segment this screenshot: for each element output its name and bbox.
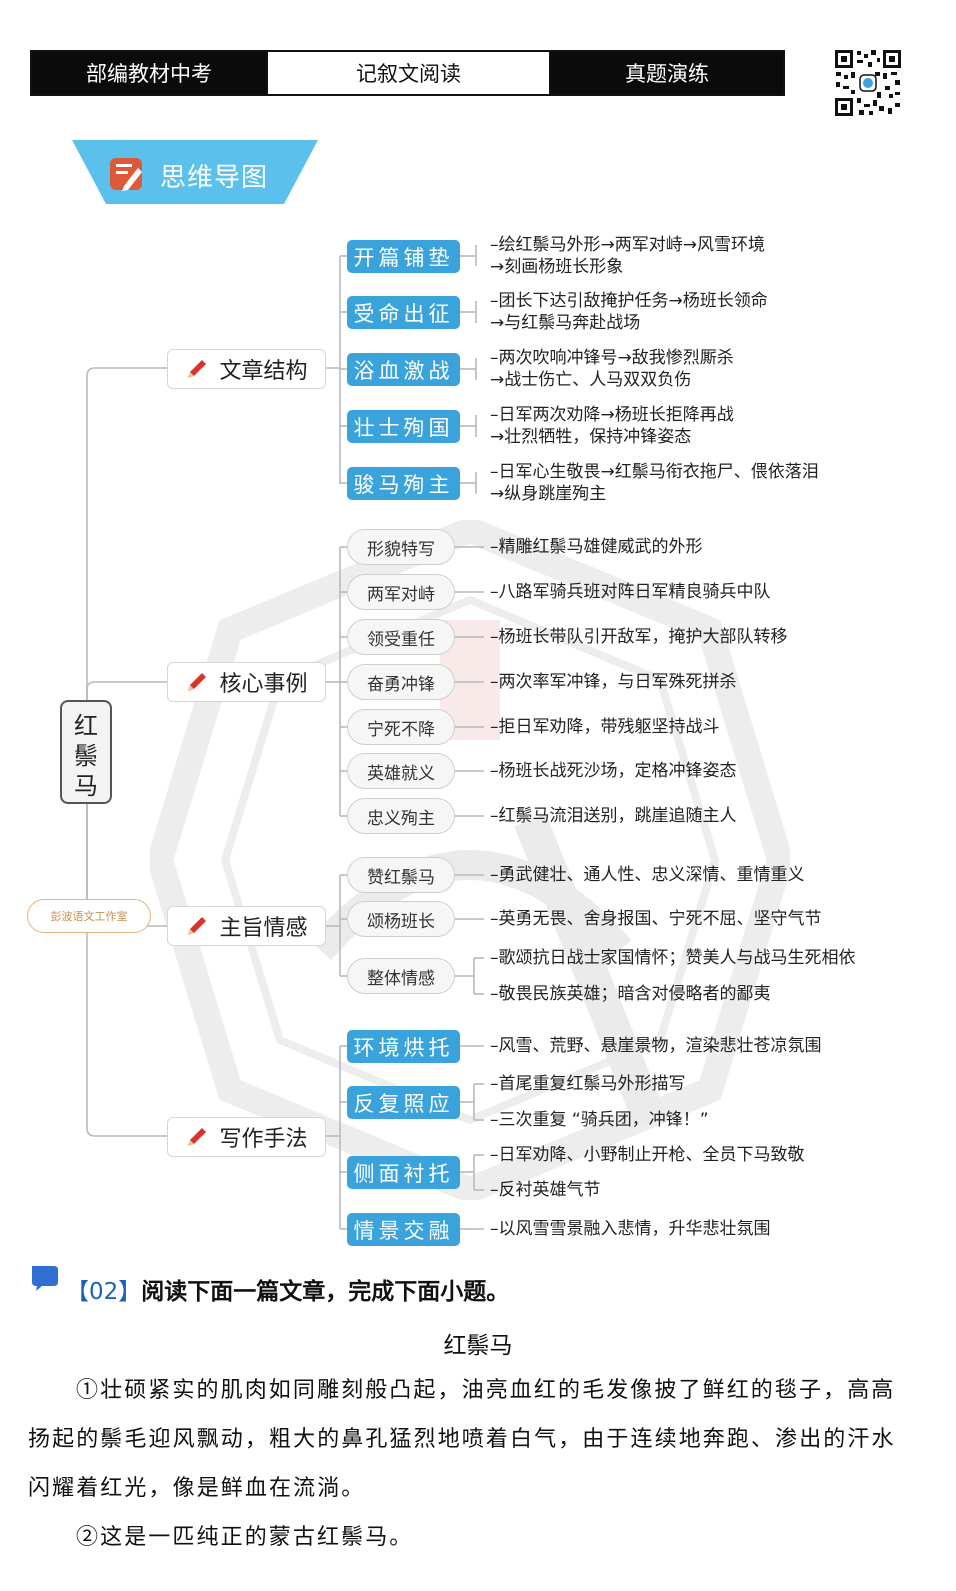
- node-technique-1[interactable]: 环境烘托: [347, 1030, 460, 1063]
- node-technique-4[interactable]: 情景交融: [347, 1213, 460, 1246]
- speech-bubble-icon: [32, 1266, 58, 1291]
- node-event-6[interactable]: 英雄就义: [347, 753, 455, 789]
- qr-code-icon[interactable]: [833, 48, 903, 118]
- header-left: 部编教材中考: [30, 50, 268, 96]
- leaf-line: –以风雪雪景融入悲情，升华悲壮氛围: [490, 1219, 771, 1239]
- leaf-line: –精雕红鬃马雄健威武的外形: [490, 537, 703, 557]
- leaf-line: –八路军骑兵班对阵日军精良骑兵中队: [490, 582, 771, 602]
- node-theme-3[interactable]: 整体情感: [347, 958, 455, 994]
- pencil-icon: [188, 360, 207, 378]
- question-number: 【02】: [66, 1279, 142, 1305]
- section-node-structure[interactable]: 文章结构: [167, 349, 326, 389]
- leaf-line: →战士伤亡、人马双双负伤: [490, 370, 692, 390]
- node-event-1[interactable]: 形貌特写: [347, 529, 455, 565]
- article-paragraph-2: ②这是一匹纯正的蒙古红鬃马。: [76, 1525, 414, 1550]
- node-theme-1[interactable]: 赞红鬃马: [347, 857, 455, 893]
- header-middle-text: 记叙文阅读: [356, 62, 461, 86]
- node-label: 情景交融: [353, 1218, 454, 1243]
- leaf-line: →纵身跳崖殉主: [490, 484, 607, 504]
- node-label: 环境烘托: [353, 1035, 454, 1060]
- root-node[interactable]: 红鬃马: [60, 700, 112, 804]
- leaf-line: –勇武健壮、通人性、忠义深情、重情重义: [490, 865, 805, 885]
- section-node-theme[interactable]: 主旨情感: [167, 906, 326, 946]
- node-label: 领受重任: [367, 629, 435, 650]
- node-theme-2[interactable]: 颂杨班长: [347, 901, 455, 937]
- leaf-line: –反衬英雄气节: [490, 1180, 601, 1200]
- leaf-line: –杨班长带队引开敌军，掩护大部队转移: [490, 627, 788, 647]
- node-label: 浴血激战: [353, 358, 454, 383]
- node-label: 忠义殉主: [367, 808, 435, 829]
- node-structure-5[interactable]: 骏马殉主: [347, 467, 460, 500]
- header-middle: 记叙文阅读: [266, 50, 551, 96]
- leaf-line: →刻画杨班长形象: [490, 257, 624, 277]
- leaf-line: –风雪、荒野、悬崖景物，渲染悲壮苍凉氛围: [490, 1036, 822, 1056]
- leaf-line: –团长下达引敌掩护任务→杨班长领命: [490, 291, 768, 311]
- studio-badge: 彭波语文工作室: [27, 899, 151, 933]
- leaf-line: →壮烈牺牲，保持冲锋姿态: [490, 427, 692, 447]
- node-event-2[interactable]: 两军对峙: [347, 574, 455, 610]
- node-structure-1[interactable]: 开篇铺垫: [347, 240, 460, 273]
- node-structure-3[interactable]: 浴血激战: [347, 353, 460, 386]
- leaf-line: –日军两次劝降→杨班长拒降再战: [490, 405, 734, 425]
- node-label: 两军对峙: [367, 584, 435, 605]
- node-label: 奋勇冲锋: [367, 674, 435, 695]
- node-label: 开篇铺垫: [353, 245, 454, 270]
- node-label: 赞红鬃马: [367, 867, 435, 888]
- node-structure-2[interactable]: 受命出征: [347, 296, 460, 329]
- leaf-line: –两次吹响冲锋号→敌我惨烈厮杀: [490, 348, 734, 368]
- pencil-icon: [188, 673, 207, 691]
- leaf-line: –杨班长战死沙场，定格冲锋姿态: [490, 761, 737, 781]
- leaf-line: –红鬃马流泪送别，跳崖追随主人: [490, 806, 737, 826]
- node-event-3[interactable]: 领受重任: [347, 619, 455, 655]
- node-event-4[interactable]: 奋勇冲锋: [347, 664, 455, 700]
- question-heading: 【02】阅读下面一篇文章，完成下面小题。: [66, 1272, 509, 1306]
- studio-badge-text: 彭波语文工作室: [50, 910, 128, 923]
- node-label: 反复照应: [353, 1091, 454, 1116]
- header-right-text: 真题演练: [625, 62, 709, 86]
- section-title: 写作手法: [219, 1127, 308, 1152]
- leaf-line: –日军劝降、小野制止开枪、全员下马致敬: [490, 1145, 805, 1165]
- leaf-line: –两次率军冲锋，与日军殊死拼杀: [490, 672, 737, 692]
- node-event-7[interactable]: 忠义殉主: [347, 798, 455, 834]
- leaf-line: –歌颂抗日战士家国情怀；赞美人与战马生死相依: [490, 948, 856, 968]
- section-node-techniques[interactable]: 写作手法: [167, 1117, 326, 1157]
- node-label: 侧面衬托: [353, 1161, 454, 1186]
- leaf-line: –敬畏民族英雄；暗含对侵略者的鄙夷: [490, 984, 771, 1004]
- pencil-icon: [188, 917, 207, 935]
- section-title: 核心事例: [219, 672, 308, 697]
- leaf-line: –日军心生敬畏→红鬃马衔衣拖尸、偎依落泪: [490, 462, 819, 482]
- node-label: 宁死不降: [367, 719, 435, 740]
- header-right: 真题演练: [549, 50, 785, 96]
- header-left-text: 部编教材中考: [86, 62, 212, 86]
- article-title: 红鬃马: [443, 1333, 513, 1359]
- node-label: 受命出征: [353, 301, 454, 326]
- node-label: 形貌特写: [367, 539, 435, 560]
- node-structure-4[interactable]: 壮士殉国: [347, 410, 460, 443]
- node-label: 骏马殉主: [353, 472, 454, 497]
- node-label: 英雄就义: [367, 763, 435, 784]
- pencil-icon: [188, 1128, 207, 1146]
- leaf-line: –首尾重复红鬃马外形描写: [490, 1074, 686, 1094]
- article-paragraph-1: ①壮硕紧实的肌肉如同雕刻般凸起，油亮血红的毛发像披了鲜红的毯子，高高扬起的鬃毛迎…: [28, 1378, 896, 1501]
- mindmap-banner: [72, 140, 318, 204]
- node-label: 壮士殉国: [353, 415, 454, 440]
- leaf-line: –绘红鬃马外形→两军对峙→风雪环境: [490, 235, 765, 255]
- leaf-line: →与红鬃马奔赴战场: [490, 313, 641, 333]
- section-node-core-events[interactable]: 核心事例: [167, 662, 326, 702]
- node-technique-3[interactable]: 侧面衬托: [347, 1156, 460, 1189]
- section-title: 主旨情感: [219, 916, 308, 941]
- section-title: 文章结构: [219, 359, 308, 384]
- leaf-line: –拒日军劝降，带残躯坚持战斗: [490, 717, 720, 737]
- root-label: 红鬃马: [74, 712, 98, 800]
- node-event-5[interactable]: 宁死不降: [347, 709, 455, 745]
- mindmap-connectors: [86, 245, 484, 1230]
- leaf-line: –三次重复 “骑兵团，冲锋！”: [490, 1110, 709, 1130]
- question-text: 阅读下面一篇文章，完成下面小题。: [141, 1279, 510, 1305]
- node-technique-2[interactable]: 反复照应: [347, 1086, 460, 1119]
- mindmap-banner-title: 思维导图: [160, 163, 269, 193]
- node-label: 颂杨班长: [367, 911, 435, 932]
- node-label: 整体情感: [367, 968, 435, 989]
- leaf-line: –英勇无畏、舍身报国、宁死不屈、坚守气节: [490, 909, 822, 929]
